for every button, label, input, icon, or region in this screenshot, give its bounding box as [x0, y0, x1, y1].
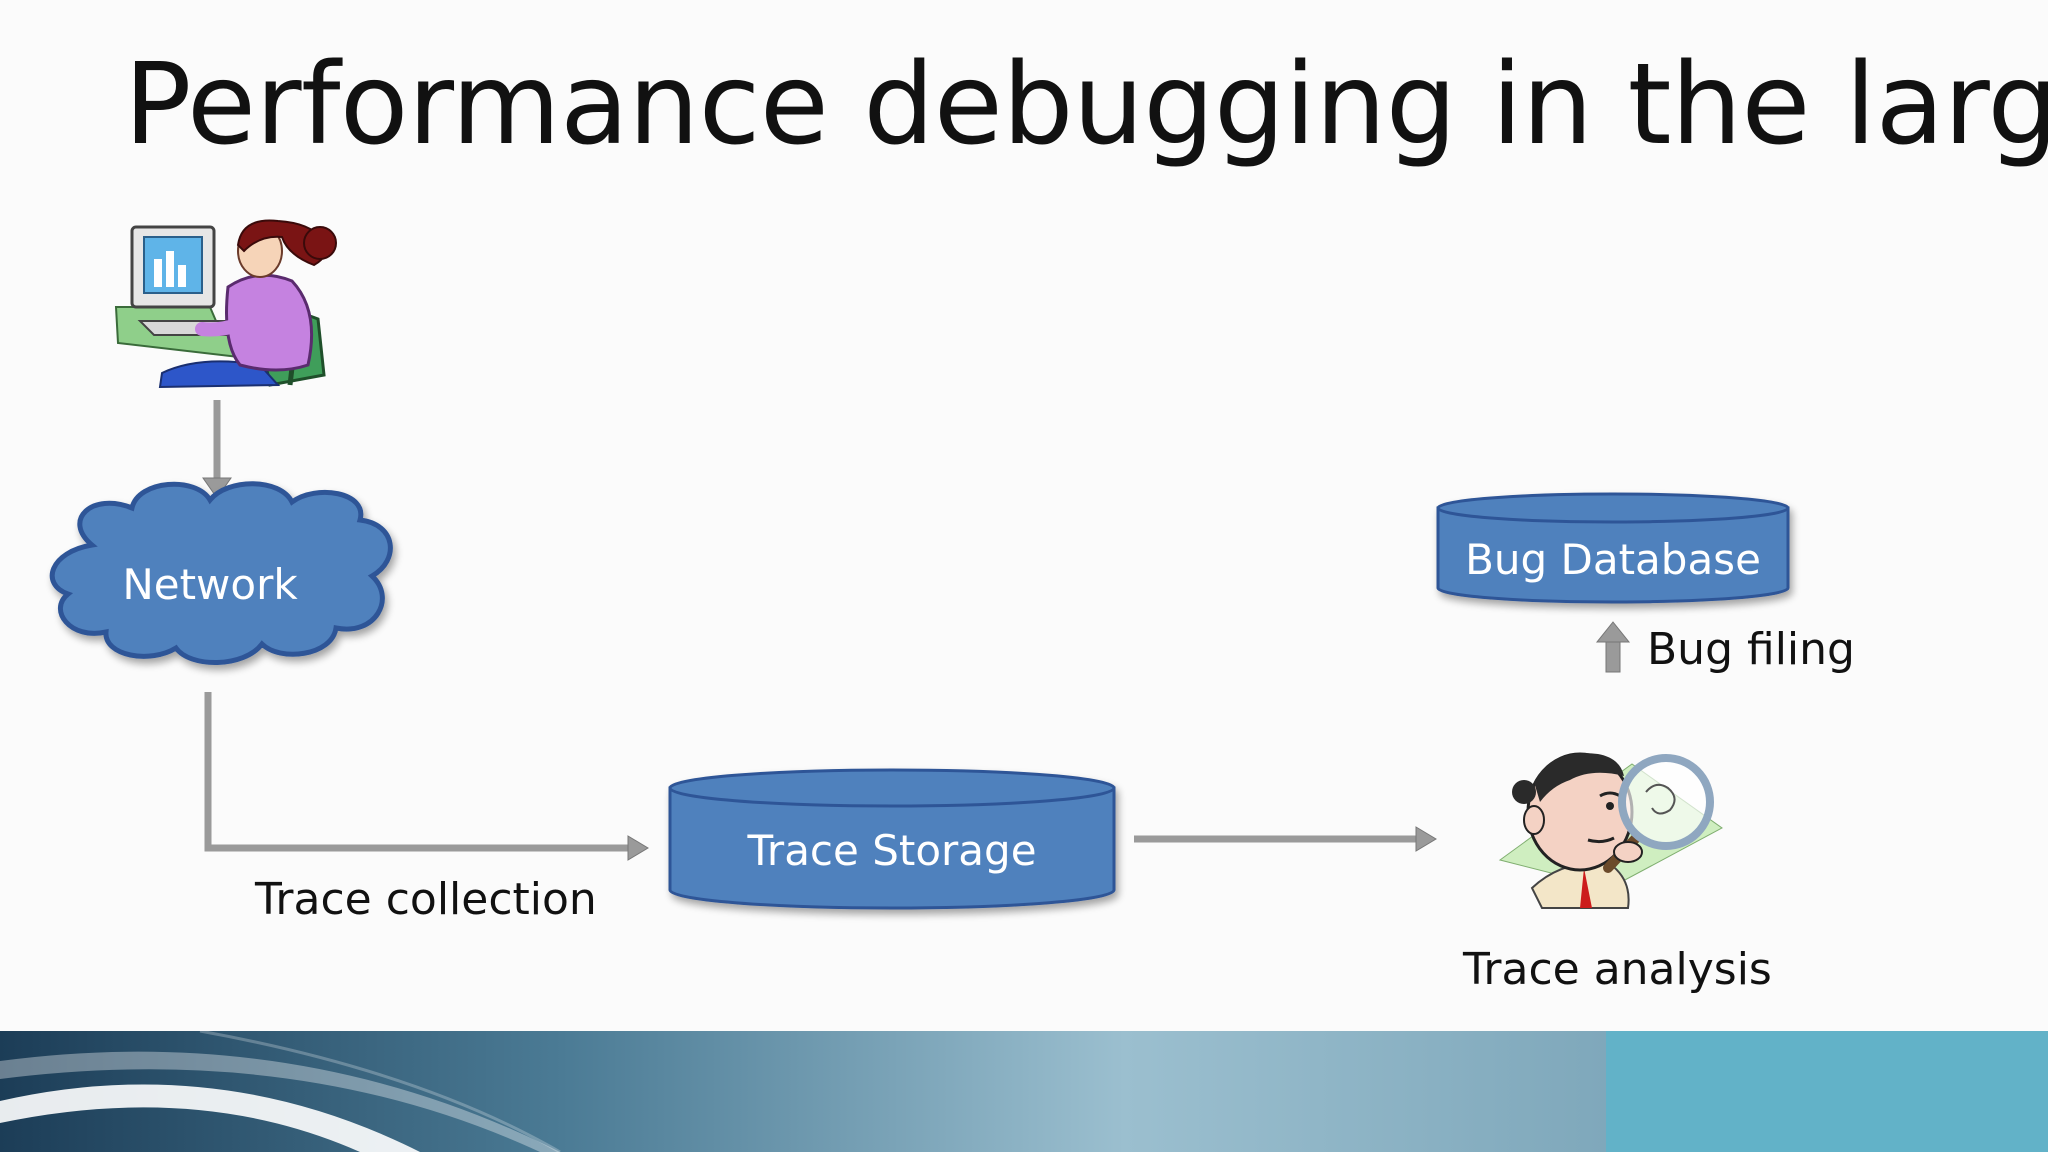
bug-filing-arrow	[1595, 621, 1631, 673]
trace-analysis-label: Trace analysis	[1463, 944, 1772, 995]
footer-banner	[0, 1031, 2048, 1152]
network-label: Network	[122, 560, 298, 609]
arrow-user-to-network	[202, 400, 232, 499]
trace-collection-arrow	[204, 692, 649, 861]
bug-database-label: Bug Database	[1465, 535, 1761, 584]
trace-collection-label: Trace collection	[255, 874, 597, 925]
analyst-magnifier-icon	[1498, 752, 1723, 909]
trace-analysis-arrow	[1134, 826, 1437, 852]
trace-storage-cylinder	[668, 768, 1116, 910]
slide-title: Performance debugging in the large	[124, 40, 2048, 170]
bug-filing-label: Bug filing	[1647, 624, 1855, 675]
computer-user-icon	[114, 219, 337, 389]
bug-database-cylinder	[1436, 492, 1790, 604]
network-cloud	[49, 481, 393, 665]
trace-storage-label: Trace Storage	[747, 826, 1037, 875]
